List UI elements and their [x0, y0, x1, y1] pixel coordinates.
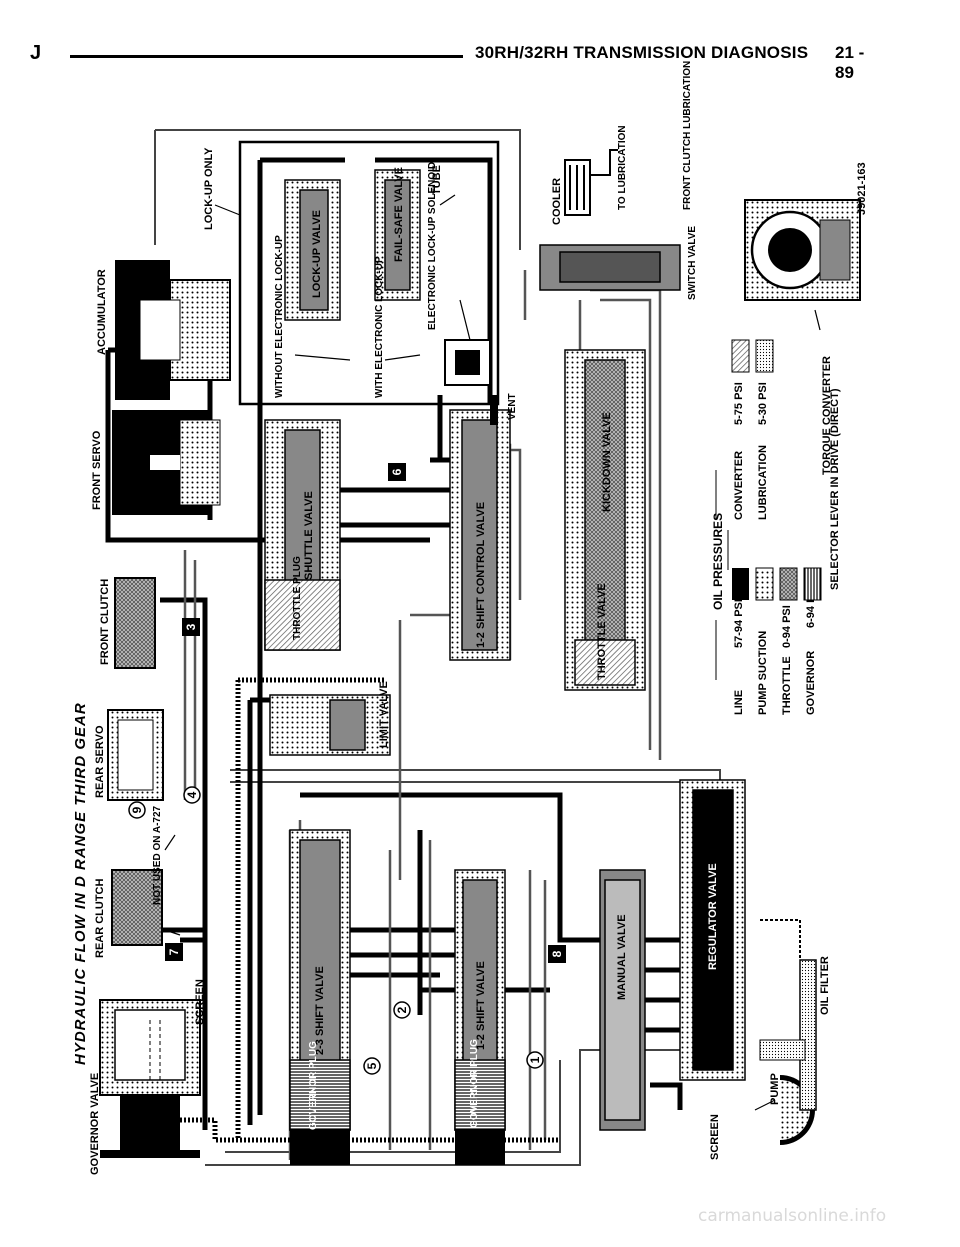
circuit-8: 8 — [550, 950, 564, 957]
label-regulator-valve: REGULATOR VALVE — [707, 863, 719, 970]
governor-valve-body — [99, 999, 201, 1158]
legend-throttle-psi: 0-94 PSI — [781, 605, 793, 648]
circuit-2: 2 — [395, 1006, 409, 1013]
label-cooler: COOLER — [551, 178, 563, 225]
label-front-clutch: FRONT CLUTCH — [99, 579, 111, 665]
label-front-clutch-lubrication: FRONT CLUTCH LUBRICATION — [682, 61, 693, 210]
legend-converter-psi: 5-75 PSI — [733, 382, 745, 425]
label-screen-bottom: SCREEN — [709, 1114, 721, 1160]
label-accumulator: ACCUMULATOR — [96, 269, 108, 355]
label-throttle-plug: THROTTLE PLUG — [292, 556, 303, 640]
lockup-box — [238, 140, 500, 406]
legend-throttle-swatch — [779, 567, 798, 601]
label-throttle-valve: THROTTLE VALVE — [596, 583, 608, 680]
label-shift-control-valve: 1-2 SHIFT CONTROL VALVE — [475, 502, 487, 648]
label-switch-valve: SWITCH VALVE — [687, 226, 698, 300]
torque-converter-body — [744, 199, 861, 301]
legend-line-name: LINE — [733, 690, 745, 715]
label-lockup-only: LOCK-UP ONLY — [203, 147, 215, 230]
page-title: 30RH/32RH TRANSMISSION DIAGNOSIS — [475, 43, 809, 62]
watermark: carmanualsonline.info — [698, 1206, 887, 1226]
label-front-servo: FRONT SERVO — [91, 430, 103, 510]
legend-governor-swatch — [803, 567, 822, 601]
legend-lubrication-name: LUBRICATION — [757, 445, 769, 520]
label-with-lockup: WITH ELECTRONIC LOCK-UP — [374, 256, 385, 398]
header-rule — [70, 55, 463, 58]
legend-converter-name: CONVERTER — [733, 451, 745, 520]
legend-lubrication-swatch — [755, 339, 774, 373]
label-figure-id: J9021-163 — [856, 162, 868, 215]
legend-line-psi: 57-94 PSI — [733, 599, 745, 648]
circuit-4: 4 — [185, 791, 199, 798]
label-governor-valve: GOVERNOR VALVE — [89, 1073, 101, 1175]
rear-clutch-body — [111, 869, 163, 946]
label-governor-plug-a: GOVERNOR PLUG — [308, 1041, 319, 1130]
oil-pressure-legend: OIL PRESSURES LINE 57-94 PSI PUMP SUCTIO… — [711, 339, 841, 715]
diagram-title: HYDRAULIC FLOW IN D RANGE THIRD GEAR — [72, 702, 89, 1065]
label-rear-clutch: REAR CLUTCH — [94, 879, 106, 958]
legend-pump-suction-swatch — [755, 567, 774, 601]
vent-fitting — [490, 395, 498, 425]
oil-filter-body — [759, 919, 817, 1111]
circuit-7: 7 — [167, 948, 181, 955]
label-oil-filter: OIL FILTER — [819, 956, 831, 1015]
legend-converter-swatch — [731, 339, 750, 373]
page-number: 21 - 89 — [835, 43, 865, 82]
label-to-lubrication: TO LUBRICATION — [617, 125, 628, 210]
section-letter: J — [30, 42, 42, 64]
leader-lines — [164, 194, 821, 1111]
circuit-5: 5 — [365, 1062, 379, 1069]
legend-throttle-name: THROTTLE — [781, 656, 793, 715]
circuit-3: 3 — [184, 623, 198, 630]
label-governor-plug-b: GOVERNOR PLUG — [469, 1039, 480, 1128]
governor-plug-teeth — [290, 1130, 505, 1165]
label-kickdown-valve: KICKDOWN VALVE — [601, 412, 613, 512]
page-header: J 30RH/32RH TRANSMISSION DIAGNOSIS 21 - … — [30, 38, 880, 82]
label-vent: VENT — [507, 393, 518, 420]
circuit-6: 6 — [390, 468, 404, 475]
legend-selector-note: SELECTOR LEVER IN DRIVE (DIRECT) — [829, 388, 841, 590]
legend-heading: OIL PRESSURES — [711, 513, 725, 610]
accumulator-body — [115, 260, 231, 400]
circuit-number-markers — [128, 463, 566, 1075]
label-shuttle-valve: SHUTTLE VALVE — [303, 491, 315, 580]
label-solenoid: ELECTRONIC LOCK-UP SOLENOID — [427, 162, 438, 330]
label-rear-servo: REAR SERVO — [94, 725, 106, 798]
cooler-body — [564, 149, 618, 216]
circuit-1: 1 — [528, 1056, 542, 1063]
label-screen-top: SCREEN — [194, 979, 206, 1025]
label-shift-23-valve: 2-3 SHIFT VALVE — [314, 966, 326, 1055]
label-torque-converter: TORQUE CONVERTER — [821, 356, 833, 475]
label-manual-valve: MANUAL VALVE — [616, 914, 628, 1000]
legend-pump-suction-name: PUMP SUCTION — [757, 631, 769, 715]
valve-body-bores — [264, 169, 746, 1131]
label-shift-12-valve: 1-2 SHIFT VALVE — [475, 961, 487, 1050]
legend-governor-name: GOVERNOR — [805, 651, 817, 715]
label-pump: PUMP — [769, 1073, 781, 1105]
front-clutch-body — [114, 577, 156, 669]
front-servo-body — [112, 410, 221, 515]
governor-passage — [180, 1117, 560, 1143]
solenoid-body — [444, 339, 491, 386]
label-limit-valve: LIMIT VALVE — [378, 681, 390, 748]
circuit-9: 9 — [130, 806, 144, 813]
legend-lubrication-psi: 5-30 PSI — [757, 382, 769, 425]
legend-line-swatch — [732, 568, 749, 600]
label-tube: TUBE — [431, 165, 443, 195]
label-lockup-valve: LOCK-UP VALVE — [311, 210, 323, 298]
label-not-used: NOT USED ON A-727 — [152, 805, 163, 905]
label-fail-safe-valve: FAIL-SAFE VALVE — [393, 167, 405, 262]
rear-servo-body — [107, 709, 164, 801]
label-without-lockup: WITHOUT ELECTRONIC LOCK-UP — [274, 235, 285, 398]
